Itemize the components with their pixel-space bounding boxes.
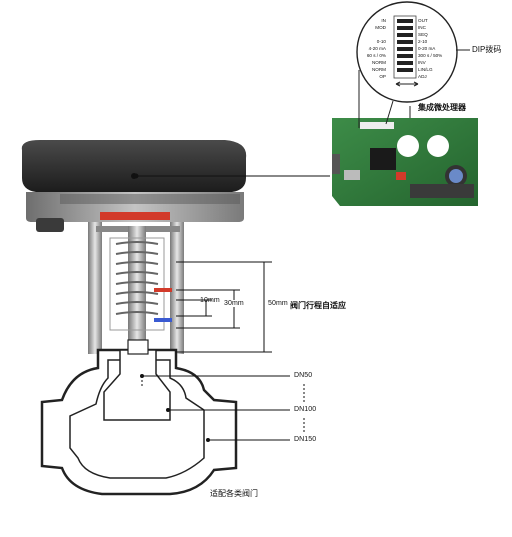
red-indicator-strip <box>100 212 170 220</box>
dip-right-label: 300 s / 50% <box>418 53 443 58</box>
dip-left-label: 0-10 <box>376 39 386 44</box>
dip-right-label: 2-10 <box>418 39 428 44</box>
dimension-10mm: 10mm <box>200 297 220 304</box>
dip-left-label: 60 s / 0% <box>366 53 386 58</box>
actuator-housing <box>21 140 247 232</box>
dip-left-label: 4-20 mA <box>368 46 386 51</box>
dip-switch-title: DIP拨码 <box>472 45 502 54</box>
dip-left-label: IN <box>381 18 386 23</box>
dip-right-label: LIN/LG <box>418 67 433 72</box>
stroke-dimension-lines <box>176 261 272 353</box>
dip-left-label: MOD <box>375 25 386 30</box>
dip-left-label: OP <box>379 74 386 79</box>
dip-right-label: SEQ <box>418 32 428 37</box>
actuator-yoke <box>88 222 184 354</box>
dip-left-label: NORM <box>371 67 386 72</box>
dimension-30mm: 30mm <box>224 300 244 307</box>
dip-left-label: NORM <box>371 60 386 65</box>
dn-leaders <box>141 375 305 441</box>
dip-right-label: OUT <box>418 18 428 23</box>
dimension-50mm: 50mm <box>268 300 288 307</box>
valve-caption: 适配各类阀门 <box>210 489 258 498</box>
dip-right-label: INV <box>418 60 426 65</box>
dn100-label: DN100 <box>294 406 317 413</box>
dn50-label: DN50 <box>294 372 313 379</box>
microprocessor-label: 集成微处理器 <box>418 103 466 112</box>
dip-right-label: INC <box>418 25 426 30</box>
pcb-board <box>332 118 478 206</box>
valve-body <box>40 339 238 496</box>
dn150-label: DN150 <box>294 436 317 443</box>
dip-right-label: 0-20 mA <box>418 46 436 51</box>
dip-right-label: ADJ <box>418 74 427 79</box>
dip-switch-magnifier <box>356 1 470 128</box>
stroke-adaptive-label: 阀门行程自适应 <box>290 301 346 310</box>
